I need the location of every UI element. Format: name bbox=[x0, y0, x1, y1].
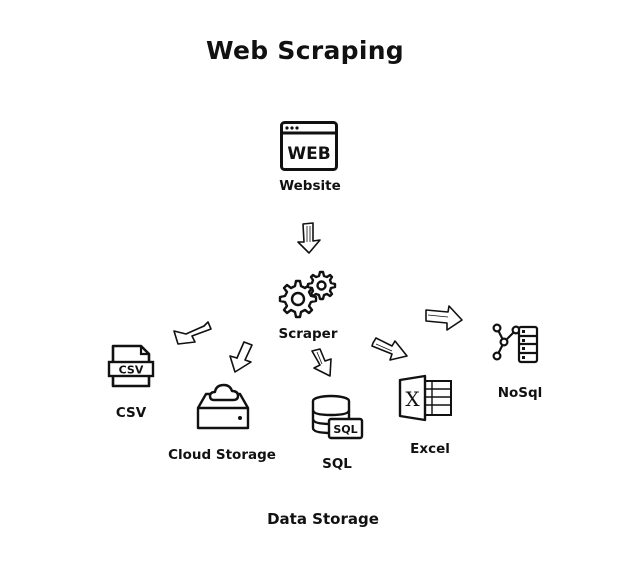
excel-icon-text: X bbox=[405, 387, 420, 411]
arrow-to-sql-icon bbox=[311, 348, 332, 377]
csv-file-icon: CSV bbox=[107, 344, 155, 388]
arrow-to-csv-icon bbox=[173, 321, 212, 345]
csv-icon-text: CSV bbox=[119, 364, 144, 377]
csv-label: CSV bbox=[115, 405, 147, 421]
cloud-storage-icon bbox=[196, 383, 250, 430]
website-icon-text: WEB bbox=[287, 144, 330, 164]
sql-icon-text: SQL bbox=[333, 423, 357, 436]
excel-icon: X bbox=[398, 374, 452, 422]
excel-label: Excel bbox=[410, 441, 450, 457]
nosql-icon bbox=[492, 323, 539, 364]
gears-icon bbox=[278, 270, 337, 319]
cloud-storage-label: Cloud Storage bbox=[168, 447, 276, 463]
sql-label: SQL bbox=[322, 456, 352, 472]
footer-label: Data Storage bbox=[267, 510, 379, 528]
arrow-to-nosql-icon bbox=[425, 305, 463, 331]
nosql-label: NoSql bbox=[497, 385, 543, 401]
scraper-label: Scraper bbox=[278, 326, 338, 342]
arrow-to-excel-icon bbox=[371, 337, 408, 361]
arrow-down-icon bbox=[297, 222, 321, 254]
website-label: Website bbox=[279, 178, 341, 194]
diagram-title: Web Scraping bbox=[205, 36, 405, 65]
database-icon: SQL bbox=[311, 394, 364, 440]
arrow-to-cloud-icon bbox=[229, 341, 253, 373]
browser-window-icon: WEB bbox=[280, 121, 338, 171]
